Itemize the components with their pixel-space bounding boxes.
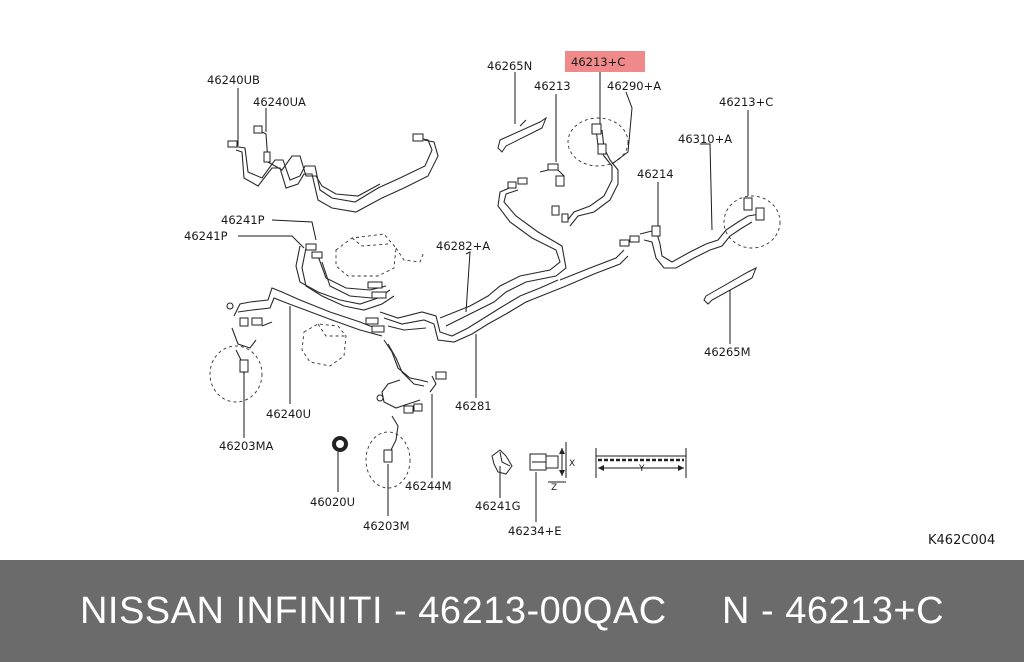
leader-lines <box>237 72 749 522</box>
dimension-x-label: X <box>569 459 575 469</box>
part-number-text: NISSAN INFINITI - 46213-00QAC N - 46213+… <box>79 590 945 632</box>
label-46234e[interactable]: 46234+E <box>508 524 562 538</box>
label-46203ma[interactable]: 46203MA <box>219 439 274 453</box>
label-46213c-selected[interactable]: 46213+C <box>571 55 625 69</box>
label-46241g[interactable]: 46241G <box>475 499 521 513</box>
label-46310a[interactable]: 46310+A <box>678 132 732 146</box>
dimension-y-label: Y <box>638 464 645 474</box>
tube-length-dimension <box>595 448 687 478</box>
diagram-code: K462C004 <box>928 533 995 548</box>
label-46213c-right[interactable]: 46213+C <box>719 95 773 109</box>
label-46240ub[interactable]: 46240UB <box>207 73 260 87</box>
label-46290a[interactable]: 46290+A <box>607 79 661 93</box>
label-46281[interactable]: 46281 <box>455 399 492 413</box>
label-46214[interactable]: 46214 <box>637 167 674 181</box>
label-46241p-a[interactable]: 46241P <box>221 213 265 227</box>
label-46265m[interactable]: 46265M <box>704 345 751 359</box>
clip-bolt-group <box>491 442 567 483</box>
front-hose-group <box>497 116 629 227</box>
rear-right-hose-group <box>639 195 781 305</box>
left-rear-hose-group <box>209 317 273 403</box>
label-46240ua[interactable]: 46240UA <box>253 95 306 109</box>
center-tubes-group <box>233 185 629 409</box>
label-46240u[interactable]: 46240U <box>266 407 311 421</box>
label-46213[interactable]: 46213 <box>534 79 571 93</box>
parts-diagram: 46240UB 46240UA 46265N 46213+C 46213 462… <box>184 51 995 548</box>
label-46244m[interactable]: 46244M <box>405 479 452 493</box>
part-number-banner: NISSAN INFINITI - 46213-00QAC N - 46213+… <box>0 560 1024 662</box>
label-46282a[interactable]: 46282+A <box>436 239 490 253</box>
selected-part-highlight <box>565 51 645 72</box>
tube-46240ub-group <box>227 125 439 213</box>
label-46241p-b[interactable]: 46241P <box>184 229 228 243</box>
label-46020u[interactable]: 46020U <box>310 495 355 509</box>
part-labels: 46240UB 46240UA 46265N 46213+C 46213 462… <box>184 55 995 548</box>
label-46265n[interactable]: 46265N <box>487 59 532 73</box>
valve-block-group <box>226 177 640 402</box>
label-46203m[interactable]: 46203M <box>363 519 410 533</box>
lower-hose-group <box>332 403 423 489</box>
dimension-z-label: Z <box>551 483 557 493</box>
